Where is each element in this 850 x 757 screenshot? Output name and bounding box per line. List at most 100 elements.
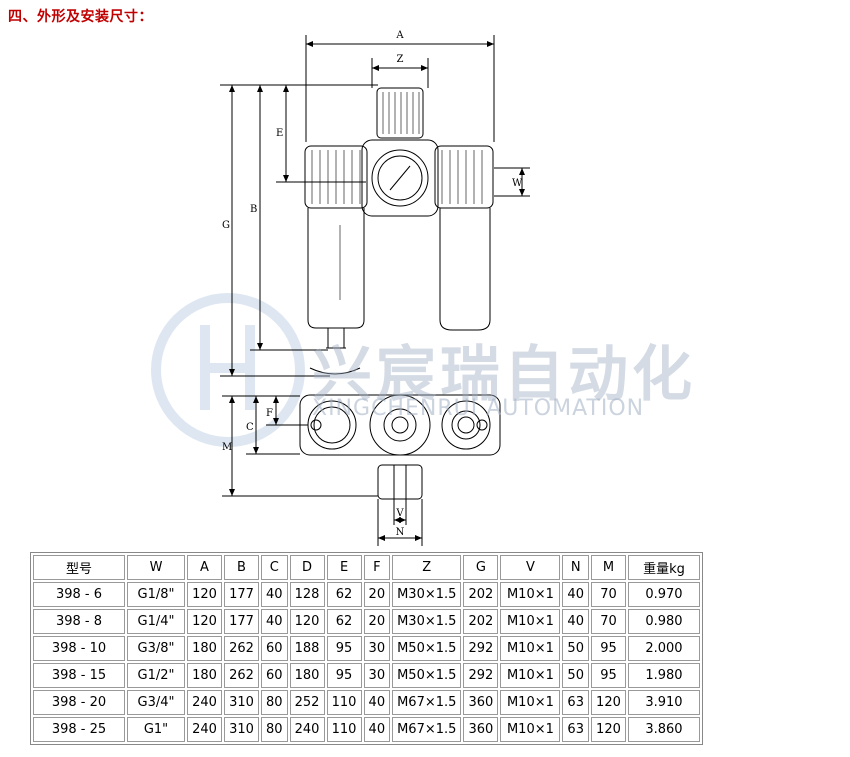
table-cell: 292 <box>463 636 499 661</box>
dim-label-n: N <box>396 527 405 538</box>
header-cell: M <box>590 555 626 580</box>
table-cell: 120 <box>590 717 626 742</box>
header-cell: W <box>127 555 185 580</box>
table-cell: 202 <box>463 582 499 607</box>
table-cell: 310 <box>224 717 259 742</box>
header-cell: B <box>224 555 259 580</box>
dim-label-a: A <box>395 30 404 41</box>
table-cell: 95 <box>590 636 626 661</box>
table-cell: 398 - 20 <box>33 690 125 715</box>
table-cell: 40 <box>363 690 391 715</box>
table-cell: 20 <box>363 582 391 607</box>
table-cell: 110 <box>326 717 362 742</box>
table-cell: G3/4" <box>127 690 185 715</box>
table-cell: M10×1 <box>500 609 561 634</box>
table-cell: 177 <box>224 609 259 634</box>
table-cell: 40 <box>562 582 589 607</box>
table-cell: G3/8" <box>127 636 185 661</box>
table-cell: M67×1.5 <box>392 690 462 715</box>
table-cell: G1" <box>127 717 185 742</box>
table-cell: 62 <box>326 609 362 634</box>
table-cell: 50 <box>562 663 589 688</box>
table-cell: M10×1 <box>500 582 561 607</box>
watermark-text-en: XINGCHENRUI AUTOMATION <box>312 396 645 421</box>
table-cell: 310 <box>224 690 259 715</box>
table-cell: M10×1 <box>500 663 561 688</box>
table-cell: 3.910 <box>627 690 700 715</box>
table-cell: 128 <box>289 582 325 607</box>
table-cell: 110 <box>326 690 362 715</box>
table-cell: 292 <box>463 663 499 688</box>
table-cell: 177 <box>224 582 259 607</box>
dim-label-c: C <box>246 422 254 433</box>
regulator-body-shape <box>361 139 439 217</box>
section-heading: 四、外形及安装尺寸： <box>8 9 153 25</box>
table-cell: 398 - 25 <box>33 717 125 742</box>
table-cell: 20 <box>363 609 391 634</box>
table-cell: 262 <box>224 663 259 688</box>
dim-label-b: B <box>250 204 257 215</box>
header-cell: F <box>363 555 391 580</box>
table-cell: 262 <box>224 636 259 661</box>
dim-label-f: F <box>266 408 273 419</box>
watermark-logo-icon <box>151 293 305 447</box>
header-cell: V <box>500 555 561 580</box>
table-cell: 0.970 <box>627 582 700 607</box>
table-cell: G1/8" <box>127 582 185 607</box>
table-cell: 360 <box>463 717 499 742</box>
table-cell: 398 - 15 <box>33 663 125 688</box>
table-cell: 252 <box>289 690 325 715</box>
header-cell: D <box>289 555 325 580</box>
table-cell: M10×1 <box>500 636 561 661</box>
header-cell: 型号 <box>33 555 125 580</box>
table-cell: M67×1.5 <box>392 717 462 742</box>
table-cell: 40 <box>261 582 288 607</box>
header-cell: 重量kg <box>627 555 700 580</box>
table-cell: 30 <box>363 663 391 688</box>
table-cell: 63 <box>562 717 589 742</box>
table-cell: 202 <box>463 609 499 634</box>
table-cell: 240 <box>289 717 325 742</box>
table-cell: 1.980 <box>627 663 700 688</box>
table-cell: 50 <box>562 636 589 661</box>
table-cell: 0.980 <box>627 609 700 634</box>
table-cell: M50×1.5 <box>392 663 462 688</box>
dim-label-m: M <box>222 442 232 453</box>
table-cell: 180 <box>187 663 222 688</box>
table-header-row: 型号 W A B C D E F Z G V N M 重量kg <box>33 555 700 580</box>
table-cell: 62 <box>326 582 362 607</box>
table-cell: 30 <box>363 636 391 661</box>
table-cell: 188 <box>289 636 325 661</box>
table-cell: 80 <box>261 717 288 742</box>
table-cell: 120 <box>187 609 222 634</box>
table-cell: 398 - 10 <box>33 636 125 661</box>
table-cell: 80 <box>261 690 288 715</box>
table-cell: 40 <box>562 609 589 634</box>
table-cell: 95 <box>326 663 362 688</box>
table-cell: 70 <box>590 609 626 634</box>
table-cell: 40 <box>261 609 288 634</box>
table-cell: M10×1 <box>500 690 561 715</box>
table-cell: 180 <box>187 636 222 661</box>
table-cell: 60 <box>261 636 288 661</box>
header-cell: E <box>326 555 362 580</box>
table-cell: M10×1 <box>500 717 561 742</box>
dimension-drawing: A Z E B G W C F M V N <box>151 30 530 546</box>
regulator-knob-shape <box>376 87 424 139</box>
table-cell: 120 <box>289 609 325 634</box>
table-cell: 360 <box>463 690 499 715</box>
table-cell: M30×1.5 <box>392 582 462 607</box>
table-cell: 398 - 6 <box>33 582 125 607</box>
dim-label-w: W <box>512 178 523 189</box>
watermark-text-cn: 兴宸瑞自动化 <box>312 340 696 410</box>
table-cell: 40 <box>363 717 391 742</box>
header-cell: G <box>463 555 499 580</box>
table-cell: 398 - 8 <box>33 609 125 634</box>
dim-label-z: Z <box>397 54 404 65</box>
